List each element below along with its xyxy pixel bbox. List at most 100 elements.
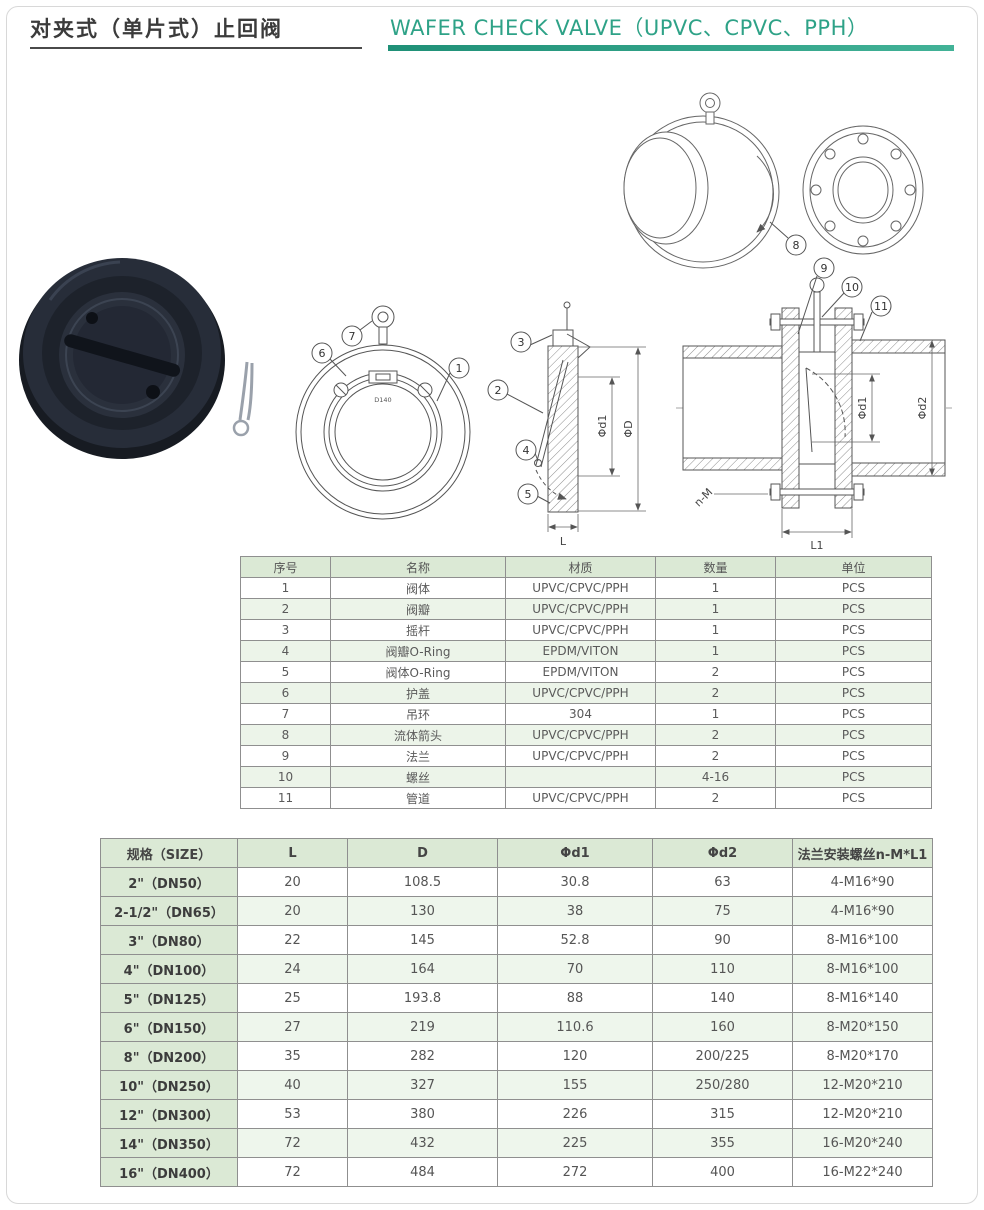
dim-n-M: n-M bbox=[692, 486, 716, 510]
table-cell: 110.6 bbox=[497, 1012, 653, 1042]
product-photo bbox=[19, 258, 254, 459]
table-cell: 30.8 bbox=[497, 867, 653, 897]
table-cell: 20 bbox=[237, 896, 348, 926]
table-cell: 4-16 bbox=[655, 766, 776, 788]
table-cell: 35 bbox=[237, 1041, 348, 1071]
table-cell: 2 bbox=[655, 787, 776, 809]
table-cell: UPVC/CPVC/PPH bbox=[505, 745, 656, 767]
table-cell: PCS bbox=[775, 703, 932, 725]
table-cell: 1 bbox=[655, 598, 776, 620]
table-cell: PCS bbox=[775, 766, 932, 788]
table-cell: 108.5 bbox=[347, 867, 498, 897]
table-cell: UPVC/CPVC/PPH bbox=[505, 577, 656, 599]
table-cell: 2 bbox=[655, 661, 776, 683]
table-cell: 219 bbox=[347, 1012, 498, 1042]
row-header: 10"（DN250） bbox=[100, 1070, 238, 1100]
callout-11: 11 bbox=[859, 295, 892, 342]
table-cell: UPVC/CPVC/PPH bbox=[505, 682, 656, 704]
dim-phi-D: ΦD bbox=[622, 420, 635, 437]
table-cell: 40 bbox=[237, 1070, 348, 1100]
svg-text:9: 9 bbox=[821, 262, 828, 275]
table-cell: 72 bbox=[237, 1157, 348, 1187]
table-cell: EPDM/VITON bbox=[505, 661, 656, 683]
table-cell: UPVC/CPVC/PPH bbox=[505, 787, 656, 809]
table-cell: 8-M20*170 bbox=[792, 1041, 933, 1071]
table-cell: 160 bbox=[652, 1012, 793, 1042]
table-cell bbox=[505, 766, 656, 788]
table-cell: 7 bbox=[240, 703, 331, 725]
table-cell: 摇杆 bbox=[330, 619, 506, 641]
table-cell: 2 bbox=[655, 745, 776, 767]
table-cell: 52.8 bbox=[497, 925, 653, 955]
table-cell: EPDM/VITON bbox=[505, 640, 656, 662]
table-cell: 327 bbox=[347, 1070, 498, 1100]
table-cell: 315 bbox=[652, 1099, 793, 1129]
table-cell: 法兰 bbox=[330, 745, 506, 767]
callout-5: 5 bbox=[517, 483, 551, 505]
column-header: 单位 bbox=[775, 556, 932, 578]
row-header: 12"（DN300） bbox=[100, 1099, 238, 1129]
table-cell: 1 bbox=[240, 577, 331, 599]
table-cell: PCS bbox=[775, 682, 932, 704]
fluid-arrow bbox=[756, 155, 774, 233]
table-cell: 3 bbox=[240, 619, 331, 641]
table-cell: 484 bbox=[347, 1157, 498, 1187]
row-header: 3"（DN80） bbox=[100, 925, 238, 955]
table-cell: 阀体 bbox=[330, 577, 506, 599]
column-header: Φd1 bbox=[497, 838, 653, 868]
table-cell: 63 bbox=[652, 867, 793, 897]
table-cell: PCS bbox=[775, 661, 932, 683]
callout-4: 4 bbox=[515, 439, 539, 462]
table-cell: PCS bbox=[775, 787, 932, 809]
table-cell: UPVC/CPVC/PPH bbox=[505, 598, 656, 620]
table-cell: 8-M16*140 bbox=[792, 983, 933, 1013]
dim-L: L bbox=[560, 535, 567, 548]
column-header: L bbox=[237, 838, 348, 868]
row-header: 4"（DN100） bbox=[100, 954, 238, 984]
table-cell: 110 bbox=[652, 954, 793, 984]
column-header: 材质 bbox=[505, 556, 656, 578]
table-cell: 2 bbox=[655, 724, 776, 746]
table-cell: 16-M22*240 bbox=[792, 1157, 933, 1187]
row-header: 14"（DN350） bbox=[100, 1128, 238, 1158]
table-cell: 130 bbox=[347, 896, 498, 926]
title-underline bbox=[30, 47, 362, 49]
table-cell: 24 bbox=[237, 954, 348, 984]
table-cell: 6 bbox=[240, 682, 331, 704]
row-header: 16"（DN400） bbox=[100, 1157, 238, 1187]
row-header: 5"（DN125） bbox=[100, 983, 238, 1013]
table-cell: 304 bbox=[505, 703, 656, 725]
column-header: 序号 bbox=[240, 556, 331, 578]
table-cell: 4-M16*90 bbox=[792, 896, 933, 926]
technical-drawings: D140 Φd1 ΦD L bbox=[19, 92, 952, 552]
svg-text:8: 8 bbox=[793, 239, 800, 252]
svg-text:11: 11 bbox=[874, 300, 888, 313]
isometric-drawing bbox=[623, 92, 924, 269]
callouts: 1 2 3 4 5 6 7 bbox=[311, 221, 892, 505]
table-cell: 8-M20*150 bbox=[792, 1012, 933, 1042]
column-header: 规格（SIZE） bbox=[100, 838, 238, 868]
table-cell: 吊环 bbox=[330, 703, 506, 725]
row-header: 2-1/2"（DN65） bbox=[100, 896, 238, 926]
column-header: 法兰安装螺丝n-M*L1 bbox=[792, 838, 933, 868]
table-cell: 272 bbox=[497, 1157, 653, 1187]
title-accent-bar bbox=[388, 45, 954, 51]
table-cell: 2 bbox=[655, 682, 776, 704]
table-cell: 226 bbox=[497, 1099, 653, 1129]
table-cell: PCS bbox=[775, 640, 932, 662]
